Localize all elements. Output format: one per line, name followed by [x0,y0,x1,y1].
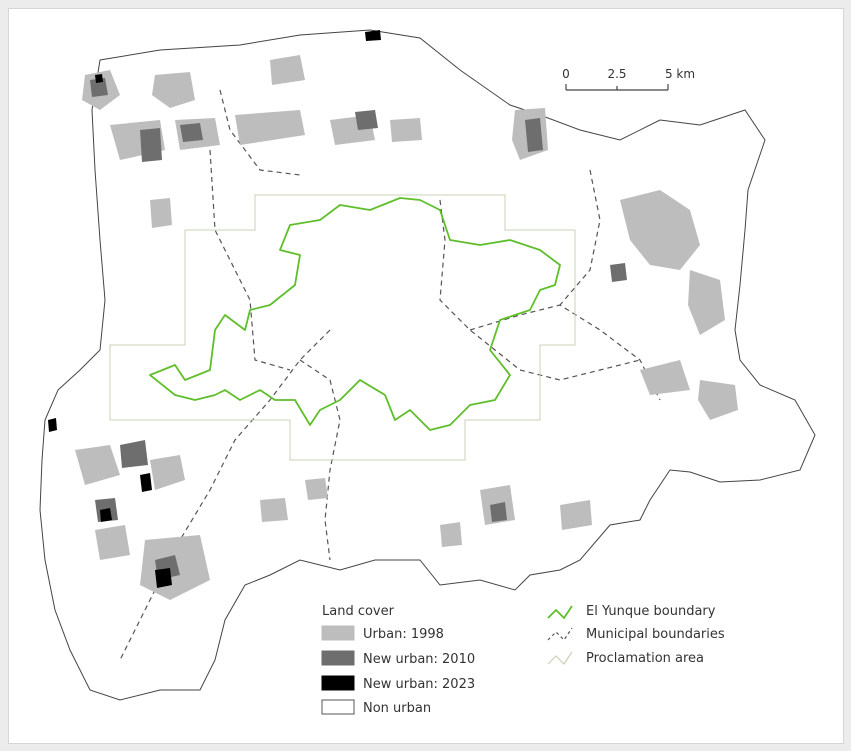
legend-new-urban-2023: New urban: 2023 [363,677,475,692]
legend-el-yunque: El Yunque boundary [586,604,716,619]
swatch-el-yunque [547,605,573,620]
legend-municipal: Municipal boundaries [586,627,725,642]
boundaries-legend: El Yunque boundary Municipal boundaries … [547,604,725,666]
proclamation-area [109,194,576,461]
region-outline [39,29,816,701]
legend-urban-1998: Urban: 1998 [363,627,444,642]
legend-new-urban-2010: New urban: 2010 [363,652,475,667]
swatch-proclamation [547,651,573,665]
swatch-municipal [547,627,573,641]
swatch-non-urban [321,699,355,715]
legend-proclamation: Proclamation area [586,651,704,666]
legend-non-urban: Non urban [363,701,431,716]
scale-tick-0: 0 [562,67,570,81]
scale-bar: 0 2.5 5 km [562,67,695,91]
urban-patches [48,30,738,600]
el-yunque-boundary [149,197,561,431]
land-cover-title: Land cover [322,604,395,619]
scale-tick-5km: 5 km [665,67,695,81]
swatch-new-urban-2023 [321,675,355,691]
scale-tick-2-5: 2.5 [607,67,626,81]
swatch-urban-1998 [321,625,355,641]
swatch-new-urban-2010 [321,650,355,666]
land-cover-legend: Land cover Urban: 1998 New urban: 2010 N… [321,604,475,716]
